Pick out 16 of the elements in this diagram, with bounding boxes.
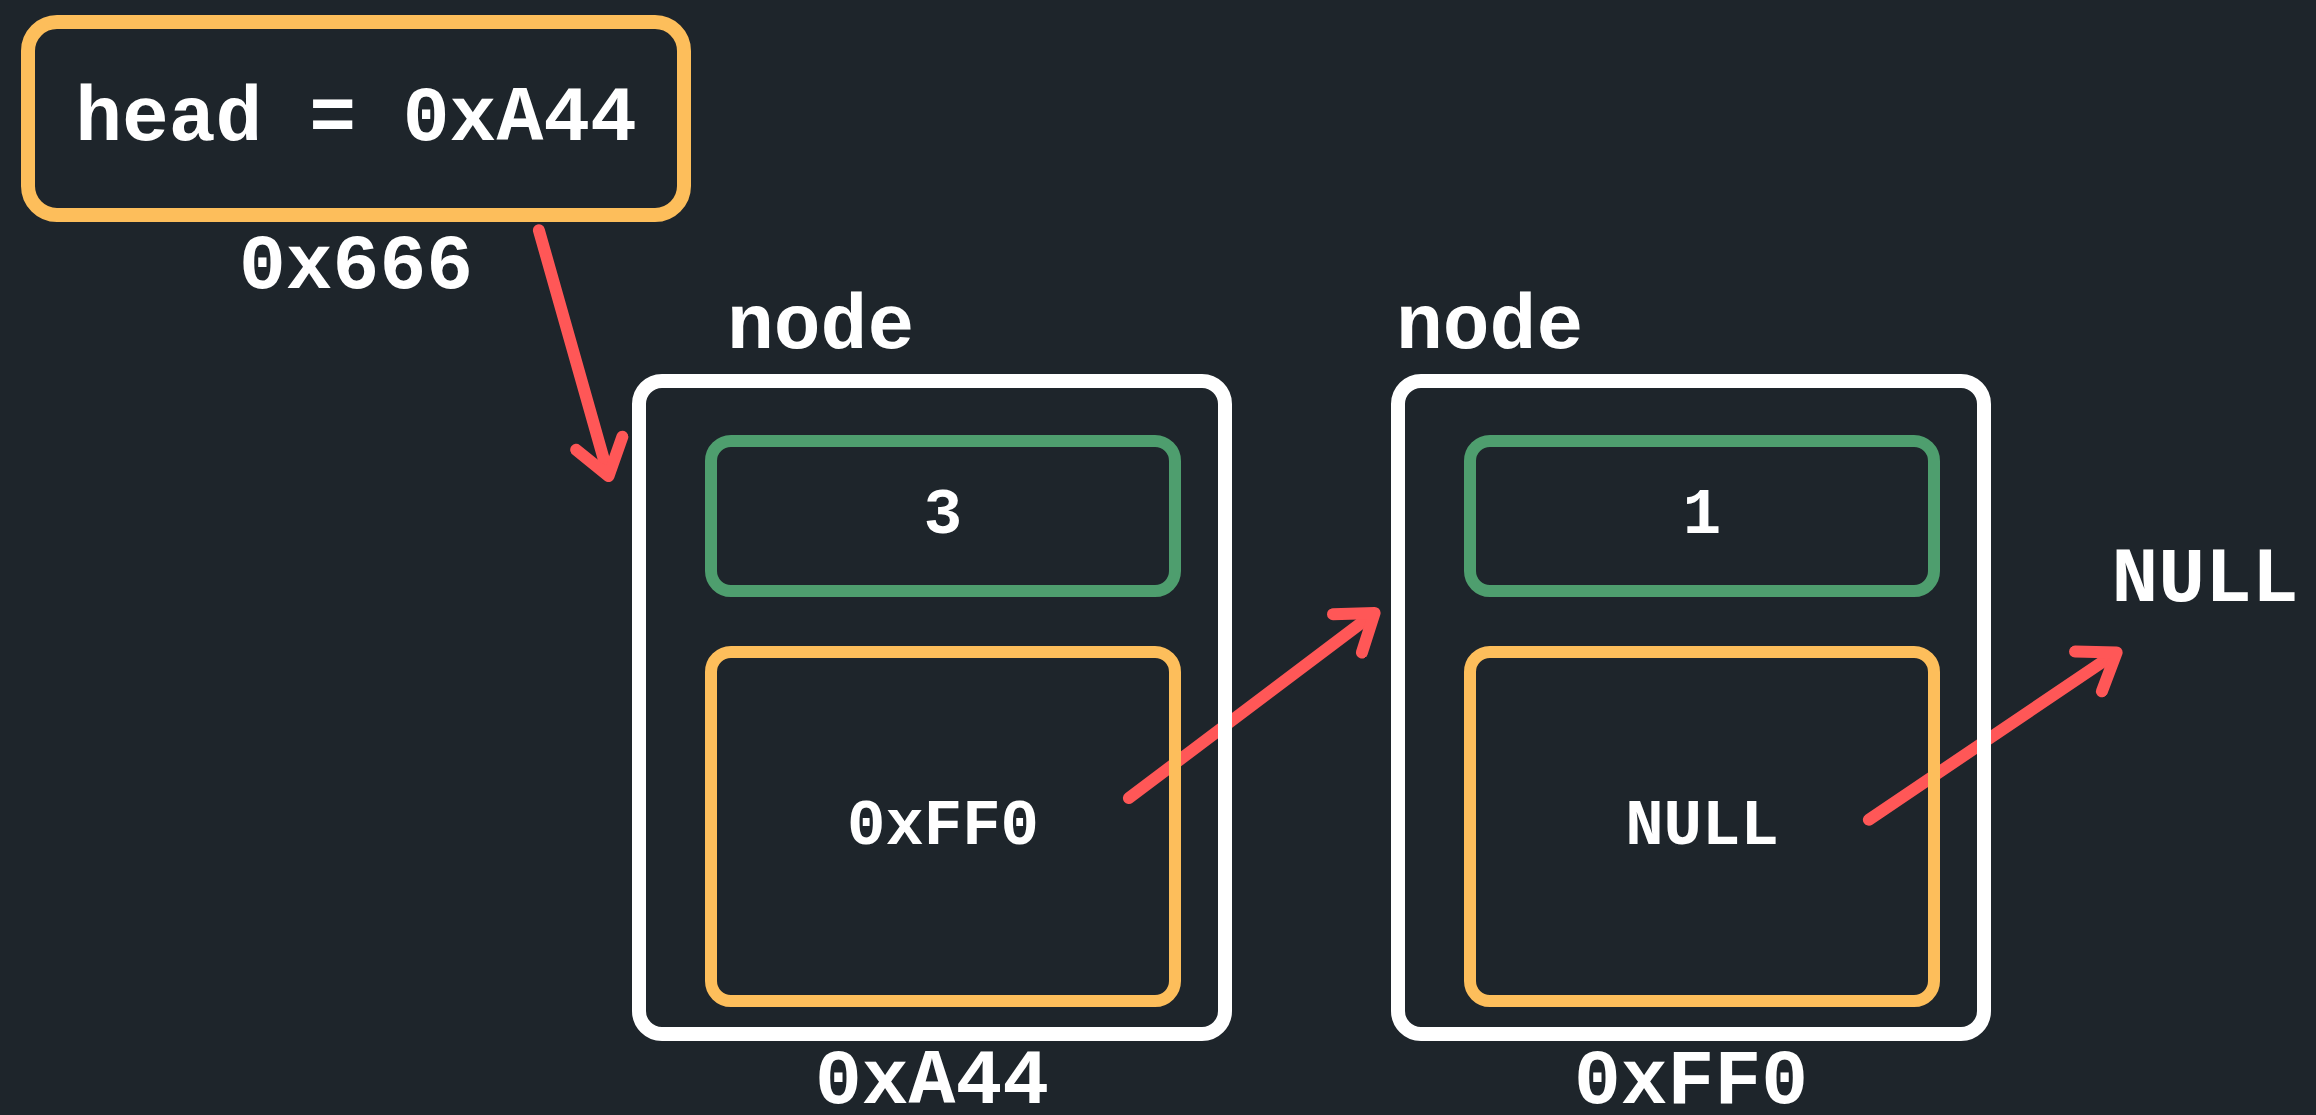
arrow	[532, 224, 629, 482]
value-text: 0xFF0	[847, 794, 1039, 859]
address-label: 0x666	[237, 228, 474, 306]
value-box	[1464, 435, 1940, 597]
next-pointer-box	[1464, 646, 1940, 1007]
address-label: 0xFF0	[1572, 1043, 1809, 1115]
null-text: NULL	[2111, 541, 2299, 619]
value-text: 3	[923, 484, 963, 548]
next-pointer-box	[705, 646, 1181, 1007]
value-text: NULL	[1625, 794, 1779, 859]
value-box	[705, 435, 1181, 597]
node-heading: node	[1396, 288, 1584, 366]
address-label: 0xA44	[813, 1043, 1050, 1115]
value-text: head = 0xA44	[75, 79, 637, 158]
value-text: 1	[1682, 484, 1722, 548]
node-heading: node	[727, 288, 915, 366]
